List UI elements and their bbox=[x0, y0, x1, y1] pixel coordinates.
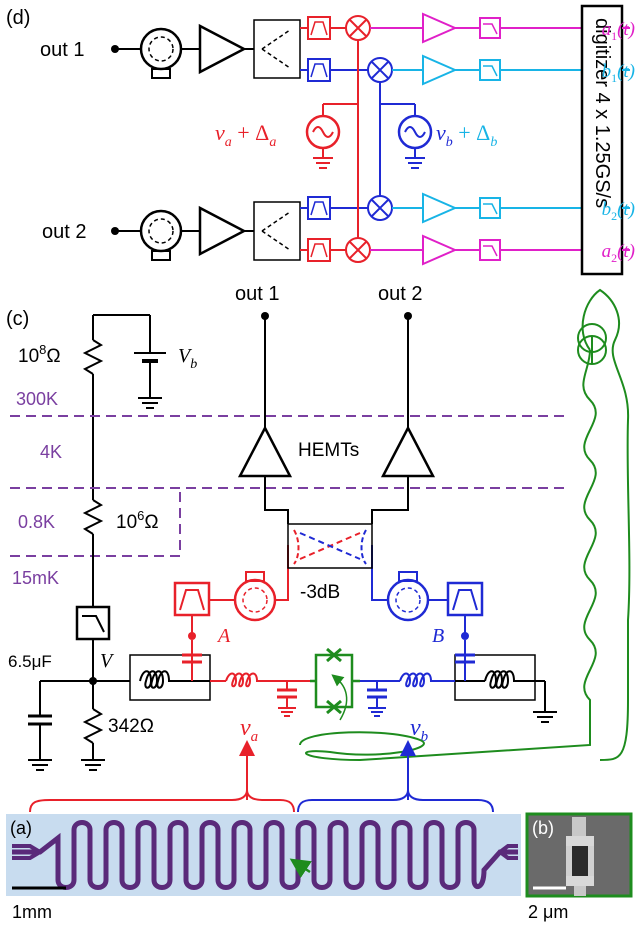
c-t08-label: 0.8K bbox=[18, 512, 55, 532]
d-mixer-a1 bbox=[345, 15, 371, 41]
d-lowpass-b1 bbox=[479, 59, 501, 81]
c-out2-node bbox=[404, 312, 412, 320]
d-lo-a-label: νa + Δa bbox=[215, 120, 276, 150]
d-amp-b1 bbox=[422, 54, 458, 86]
c-battery bbox=[134, 315, 166, 409]
c-nu-b-label: νb bbox=[410, 715, 429, 745]
d-lo-b-label: νb + Δb bbox=[436, 120, 497, 150]
d-lo-b-source bbox=[397, 114, 433, 169]
c-r2-label: 106Ω bbox=[116, 508, 159, 533]
d-splitter-2 bbox=[253, 201, 301, 261]
c-coupler-label: -3dB bbox=[300, 582, 340, 603]
d-bandpass-a2 bbox=[307, 238, 331, 262]
c-v-label: V bbox=[100, 650, 115, 672]
c-capacitor-big bbox=[28, 681, 52, 771]
c-circulator-a bbox=[233, 571, 277, 622]
c-hemt-2 bbox=[380, 425, 436, 478]
d-amp-2 bbox=[198, 205, 247, 257]
c-flux-line bbox=[299, 288, 631, 762]
c-coupler bbox=[287, 523, 373, 569]
panel-a: (a) 1mm bbox=[6, 789, 521, 922]
c-capacitor-a bbox=[277, 681, 297, 717]
d-amp-1 bbox=[198, 23, 247, 75]
c-hemt-1 bbox=[237, 425, 293, 478]
b-scale-label: 2 μm bbox=[528, 902, 568, 922]
d-output-label-a1: a1(t) bbox=[602, 19, 635, 43]
panel-d: (d) out 1 out 2 bbox=[6, 4, 630, 276]
c-t4-label: 4K bbox=[40, 442, 62, 462]
c-t300-label: 300K bbox=[16, 389, 58, 409]
c-bandpass-b bbox=[446, 581, 484, 617]
d-splitter-1 bbox=[253, 19, 301, 79]
d-lowpass-a2 bbox=[479, 239, 501, 261]
d-digitizer-label: digitizer 4 x 1.25GS/s bbox=[591, 18, 613, 208]
d-lowpass-a1 bbox=[479, 17, 501, 39]
c-resistor-r2 bbox=[82, 499, 104, 535]
panel-c-tag: (c) bbox=[6, 308, 29, 330]
d-mixer-b2 bbox=[367, 195, 393, 221]
a-brace-blue bbox=[297, 789, 494, 813]
d-bandpass-a1 bbox=[307, 16, 331, 40]
d-amp-b2 bbox=[422, 192, 458, 224]
d-circulator-1 bbox=[139, 27, 183, 79]
c-bias-tee-right bbox=[454, 640, 557, 723]
panel-c: (c) 108Ω Vb 300K 4K 0.8K 15mK 106Ω bbox=[6, 283, 631, 800]
d-lo-a-source bbox=[305, 114, 341, 169]
c-inductor-b bbox=[399, 672, 455, 688]
c-nu-a-label: νa bbox=[240, 715, 258, 745]
c-out1-label: out 1 bbox=[235, 283, 279, 305]
a-scale-label: 1mm bbox=[12, 902, 52, 922]
c-circulator-b bbox=[386, 571, 430, 622]
d-circulator-2 bbox=[139, 209, 183, 261]
c-b-label: B bbox=[432, 625, 444, 647]
c-a-label: A bbox=[216, 625, 231, 647]
a-squid-arrow bbox=[289, 858, 312, 878]
d-digitizer-box bbox=[580, 4, 624, 276]
c-resistor-r1 bbox=[82, 339, 104, 375]
c-lowpass-filter bbox=[75, 605, 111, 641]
d-output-labels: a1(t) b1(t) b2(t) a2(t) bbox=[602, 19, 635, 265]
c-bandpass-a bbox=[173, 581, 211, 617]
c-out1-node bbox=[261, 312, 269, 320]
b-junction-structure bbox=[566, 817, 594, 896]
d-output-label-a2: a2(t) bbox=[602, 241, 635, 265]
c-inductor-a bbox=[225, 672, 270, 688]
panel-a-tag: (a) bbox=[10, 818, 32, 838]
c-stage-line-3 bbox=[10, 488, 181, 557]
d-out1-label: out 1 bbox=[40, 39, 84, 61]
d-bandpass-b1 bbox=[307, 58, 331, 82]
c-resistor-r3 bbox=[82, 708, 104, 744]
c-cap-label: 6.5μF bbox=[8, 652, 52, 671]
d-mixer-b1 bbox=[367, 57, 393, 83]
d-output-label-b2: b2(t) bbox=[602, 199, 635, 223]
d-lowpass-b2 bbox=[479, 197, 501, 219]
d-mixer-a2 bbox=[345, 237, 371, 263]
c-capacitor-b bbox=[367, 681, 387, 717]
c-out2-label: out 2 bbox=[378, 283, 422, 305]
d-output-label-b1: b1(t) bbox=[602, 61, 635, 85]
c-squid bbox=[310, 647, 360, 721]
a-resonator-meander bbox=[12, 820, 518, 890]
c-r1-label: 108Ω bbox=[18, 342, 61, 367]
panel-b: (b) 2 μm bbox=[525, 812, 633, 922]
c-hemts-label: HEMTs bbox=[298, 440, 359, 461]
d-amp-a1 bbox=[422, 12, 458, 44]
c-t15-label: 15mK bbox=[12, 568, 59, 588]
c-r3-label: 342Ω bbox=[108, 716, 154, 737]
panel-d-tag: (d) bbox=[6, 7, 30, 29]
panel-b-tag: (b) bbox=[532, 818, 554, 838]
a-brace-red bbox=[29, 789, 295, 813]
c-vb-label: Vb bbox=[178, 345, 197, 372]
d-bandpass-b2 bbox=[307, 196, 331, 220]
d-out2-label: out 2 bbox=[42, 221, 86, 243]
d-amp-a2 bbox=[422, 234, 458, 266]
c-bias-tee-left bbox=[129, 640, 211, 701]
